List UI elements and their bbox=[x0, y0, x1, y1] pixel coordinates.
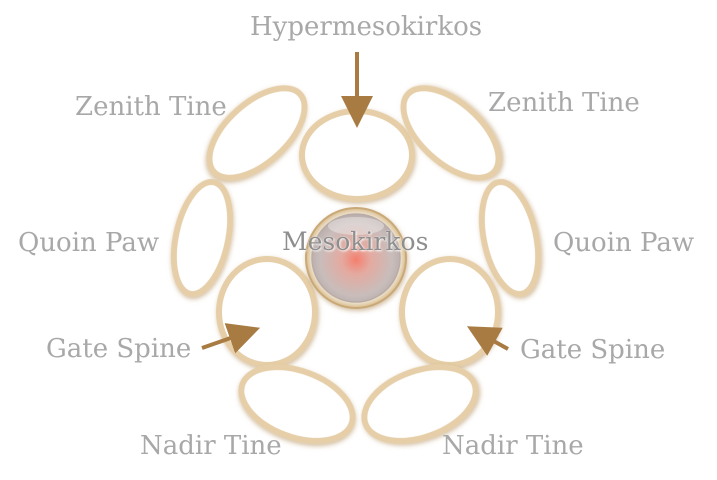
ring-nadir-right bbox=[361, 364, 479, 444]
label-gate-spine-right: Gate Spine bbox=[520, 335, 666, 365]
center-orb-highlight bbox=[328, 217, 384, 235]
label-quoin-paw-left: Quoin Paw bbox=[18, 228, 160, 258]
ring-zenith-right bbox=[400, 85, 502, 181]
label-zenith-tine-left: Zenith Tine bbox=[75, 92, 227, 122]
label-hypermesokirkos: Hypermesokirkos bbox=[250, 12, 483, 42]
ring-gate-left bbox=[216, 256, 318, 368]
ring-top bbox=[299, 108, 415, 202]
arrow-gate-left bbox=[201, 323, 261, 354]
arrow-gate-right bbox=[467, 326, 509, 356]
ring-quoin-left bbox=[170, 178, 234, 298]
label-nadir-tine-right: Nadir Tine bbox=[442, 431, 584, 461]
label-zenith-tine-right: Zenith Tine bbox=[488, 88, 640, 118]
center-orb bbox=[311, 213, 401, 303]
ring-zenith-left bbox=[206, 85, 308, 181]
label-gate-spine-left: Gate Spine bbox=[46, 334, 192, 364]
label-quoin-paw-right: Quoin Paw bbox=[553, 228, 695, 258]
ring-quoin-right bbox=[478, 178, 542, 298]
label-mesokirkos: Mesokirkos bbox=[282, 227, 429, 256]
label-nadir-tine-left: Nadir Tine bbox=[140, 431, 282, 461]
ring-nadir-left bbox=[238, 364, 356, 444]
ring-gate-right bbox=[399, 256, 501, 368]
